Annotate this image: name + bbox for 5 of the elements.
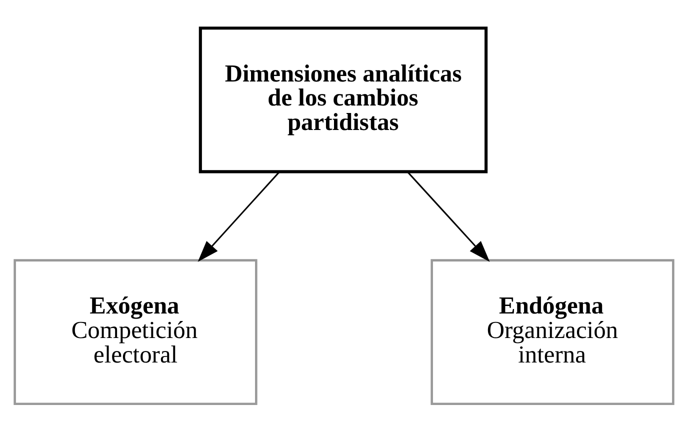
arrow (198, 172, 280, 262)
node-box: Endógena Organización interna (430, 259, 674, 406)
arrow (407, 172, 490, 262)
node-box: Dimensiones analíticas de los cambios partidistas (198, 26, 488, 174)
node-box: Exógena Competición electoral (14, 259, 258, 406)
